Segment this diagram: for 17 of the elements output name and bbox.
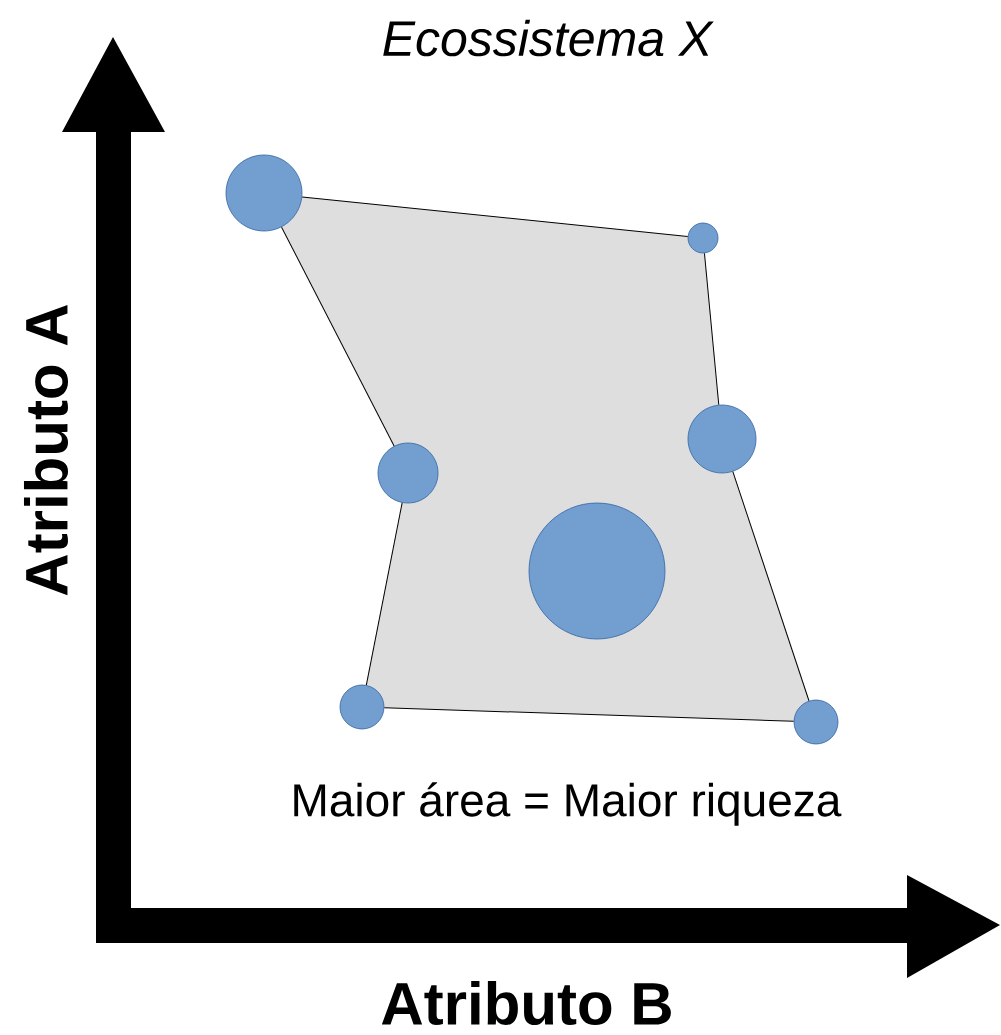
circle-marker xyxy=(793,699,839,745)
polygon-edge xyxy=(281,226,395,447)
circle-marker xyxy=(377,442,439,504)
polygon-edge xyxy=(732,471,810,702)
polygon-edge xyxy=(301,196,689,237)
circle-marker xyxy=(687,222,719,254)
polygon-edge xyxy=(703,252,720,406)
circle-marker xyxy=(687,404,757,474)
axis-label: Atributo A xyxy=(23,305,69,596)
note-text: Maior área = Maior riqueza xyxy=(294,782,842,826)
circle-marker xyxy=(225,154,303,232)
circle-marker xyxy=(339,684,385,730)
polygon-edge xyxy=(383,707,795,722)
circle-marker xyxy=(528,502,666,640)
polygon-edge xyxy=(365,502,403,686)
title: Ecossistema X xyxy=(383,19,714,57)
axis-label: Atributo B xyxy=(381,981,671,1026)
